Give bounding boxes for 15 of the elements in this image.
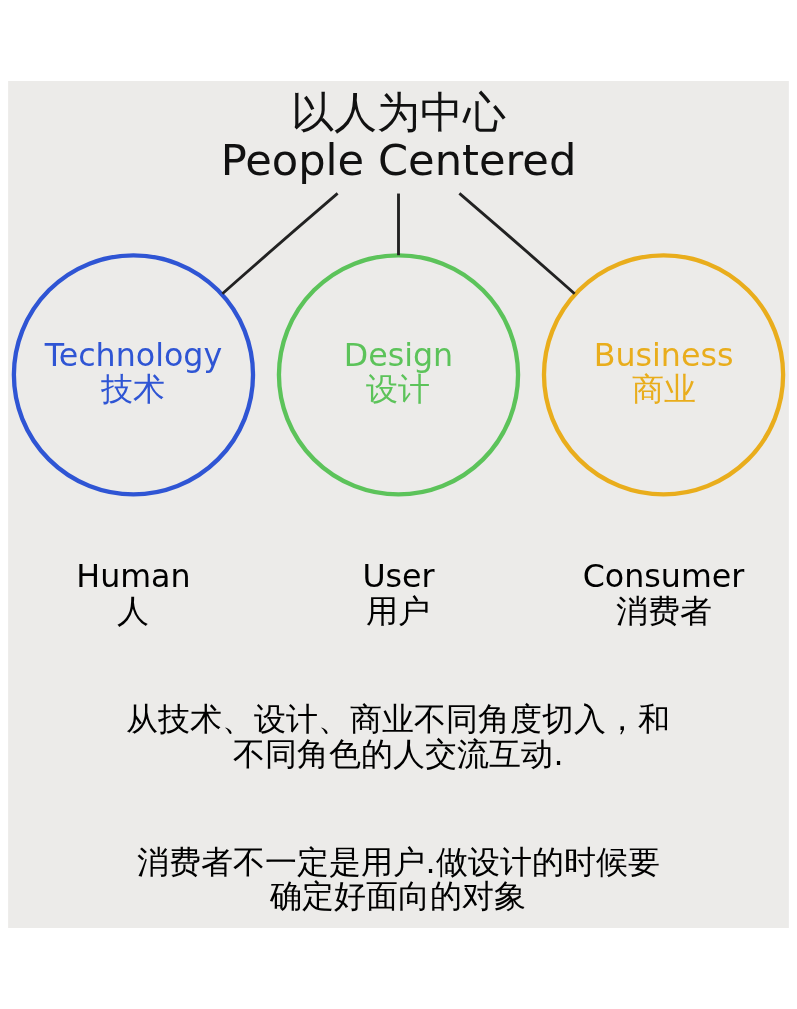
label: 消费者不一定是用户.做设计的时候要确定好面向的对象 [137, 843, 660, 915]
node-label: User [362, 558, 435, 595]
node-circle: Design 设计 [276, 253, 521, 497]
label: 从技术、设计、商业不同角度切入，和不同角色的人交流互动. [126, 701, 671, 772]
node-circle: Technology 技术 [11, 253, 256, 497]
connector [397, 193, 400, 256]
node-label: Consumer [582, 558, 745, 595]
node-circle: Business 商业 [541, 253, 786, 497]
connector [458, 192, 576, 295]
connector [221, 192, 339, 295]
node-label: Human [76, 558, 191, 595]
node-label: 消费者 [615, 593, 712, 630]
node-text: 以人为中心 People Centered [220, 87, 577, 185]
node-label: 人 [117, 593, 150, 630]
node-label: 用户 [366, 593, 431, 630]
